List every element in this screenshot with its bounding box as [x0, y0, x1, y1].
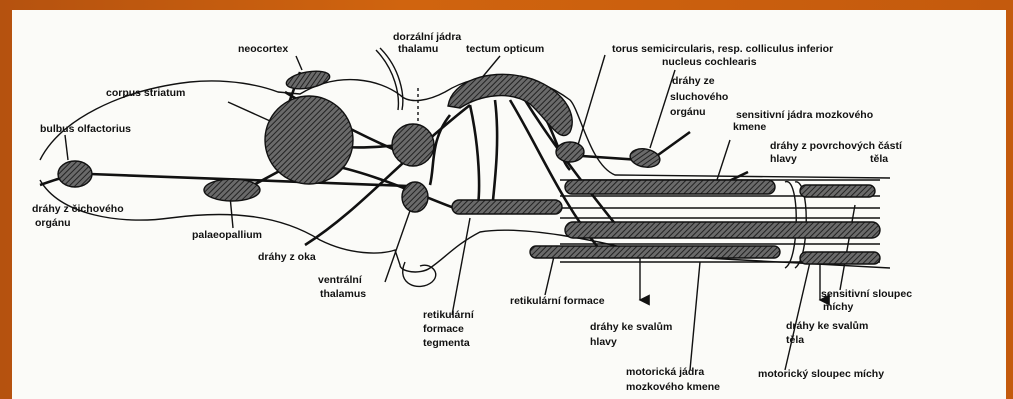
label-svaly-tela-2: těla — [786, 334, 804, 346]
palaeopallium-nucleus — [204, 179, 260, 201]
corpus-striatum-nucleus — [265, 96, 353, 184]
label-ventralni-1: ventrální — [318, 274, 363, 286]
label-sluch-3: orgánu — [670, 106, 706, 118]
label-svaly-tela-1: dráhy ke svalům — [786, 320, 868, 332]
dorsal-thalamus-nucleus — [392, 124, 434, 166]
label-motor-jadra-2: mozkového kmene — [626, 381, 720, 393]
ventricle-tube-top — [376, 50, 398, 110]
tectum-down-2 — [492, 100, 497, 210]
label-svaly-hlavy-2: hlavy — [590, 336, 617, 348]
label-torus: torus semicircularis, resp. colliculus i… — [612, 43, 833, 55]
sensory-column-cord — [800, 185, 875, 197]
tectum-down-1 — [470, 105, 479, 205]
sensory-column-brainstem — [565, 180, 775, 194]
pituitary-loop — [403, 262, 436, 286]
pointer-motor-sloupec — [785, 262, 810, 370]
reticular-formation — [565, 222, 880, 238]
label-ventralni-2: thalamus — [320, 288, 366, 300]
label-senz-jadra-2: kmene — [733, 121, 766, 133]
label-retik-teg-1: retikulární — [423, 309, 475, 321]
label-senz-jadra-1: sensitivní jádra mozkového — [736, 109, 873, 121]
label-dorzalni-1: dorzální jádra — [393, 31, 461, 43]
ventral-thalamus-nucleus — [402, 182, 428, 212]
pointer-retik-teg — [452, 218, 470, 315]
label-sluch-2: sluchového — [670, 91, 728, 103]
diagram-panel: neocortex dorzální jádra thalamu tectum … — [12, 10, 1006, 399]
neocortex-nucleus — [285, 68, 331, 91]
tectum-opticum-nucleus — [448, 74, 572, 135]
label-povrch-3: těla — [870, 153, 888, 165]
label-motor-sloupec: motorický sloupec míchy — [758, 368, 884, 380]
pointer-torus — [578, 55, 605, 145]
label-bulbus: bulbus olfactorius — [40, 123, 131, 135]
label-tectum: tectum opticum — [466, 43, 544, 55]
pointer-motor-jadra — [690, 262, 700, 370]
label-dorzalni-2: thalamu — [398, 43, 438, 55]
pointer-ventral — [385, 205, 412, 282]
ventricle-tube-top-2 — [380, 48, 403, 110]
label-oka: dráhy z oka — [258, 251, 316, 263]
torus-nucleus — [556, 142, 584, 162]
label-svaly-hlavy-1: dráhy ke svalům — [590, 321, 672, 333]
brain-pathways-diagram: neocortex dorzální jádra thalamu tectum … — [12, 10, 1006, 399]
label-motor-jadra-1: motorická jádra — [626, 366, 704, 378]
pointer-neocortex — [296, 56, 302, 70]
pointer-bulbus — [65, 135, 68, 160]
bulbus-olfactorius-nucleus — [58, 161, 92, 187]
cochlear-nucleus — [629, 147, 662, 170]
label-neocortex: neocortex — [238, 43, 288, 55]
label-corpus-striatum: corpus striatum — [106, 87, 185, 99]
motor-nuclei-brainstem — [530, 246, 780, 258]
label-cich-1: dráhy z čichového — [32, 203, 124, 215]
label-povrch-1: dráhy z povrchových částí — [770, 140, 903, 152]
label-senz-sloupec-2: míchy — [823, 301, 854, 313]
label-senz-sloupec-1: sensitivní sloupec — [821, 288, 912, 300]
label-cich-2: orgánu — [35, 217, 71, 229]
auditory-input — [658, 132, 690, 155]
label-retik-teg-3: tegmenta — [423, 337, 470, 349]
label-povrch-2: hlavy — [770, 153, 797, 165]
reticular-tegmentum — [452, 200, 562, 214]
motor-column-cord — [800, 252, 880, 264]
label-palaeopallium: palaeopallium — [192, 229, 262, 241]
label-retik-teg-2: formace — [423, 323, 464, 335]
label-cochlearis: nucleus cochlearis — [662, 56, 757, 68]
label-retik-formace: retikulární formace — [510, 295, 605, 307]
pointer-senz-jadra — [715, 140, 730, 186]
label-sluch-1: dráhy ze — [672, 75, 715, 87]
